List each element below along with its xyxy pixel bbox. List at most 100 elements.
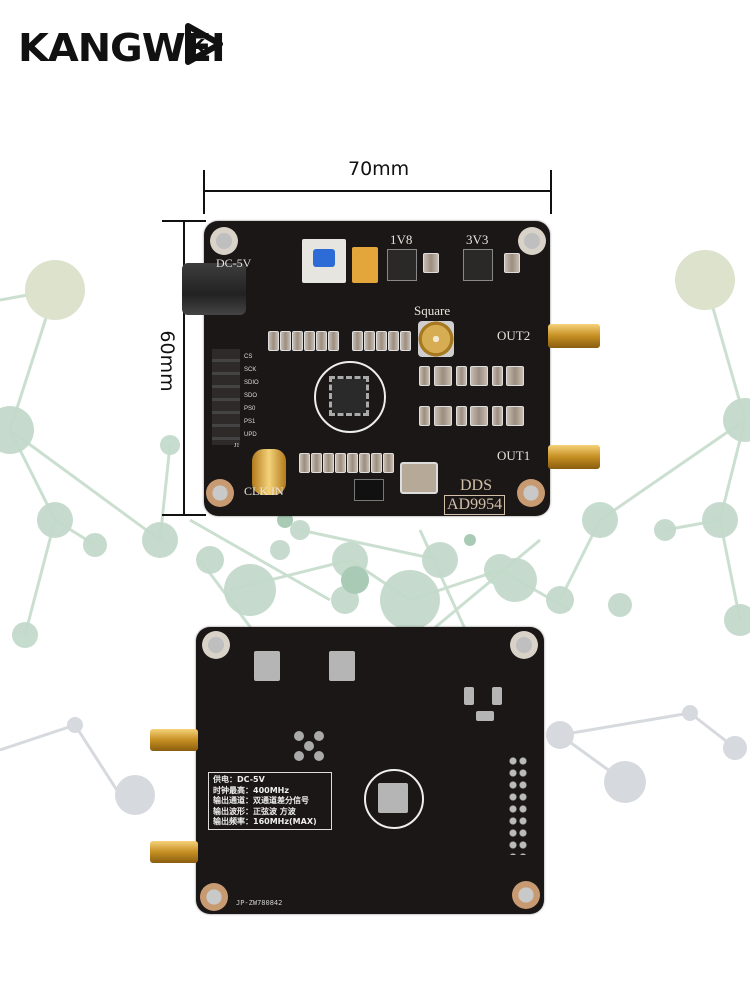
height-label: 60mm xyxy=(156,330,178,392)
height-dimension: 60mm xyxy=(156,220,212,518)
pin-label: CS xyxy=(244,354,253,360)
capacitor xyxy=(504,253,520,273)
height-dimension-line xyxy=(183,220,185,516)
switch-knob[interactable] xyxy=(313,249,335,267)
pin-label: UPD xyxy=(244,432,257,438)
width-label: 70mm xyxy=(348,158,410,180)
jumper[interactable] xyxy=(354,479,384,501)
regulator-3v3-label: 3V3 xyxy=(466,232,489,247)
resistor xyxy=(323,453,334,473)
mount-hole xyxy=(206,479,234,507)
resistor xyxy=(316,331,327,351)
via xyxy=(294,731,304,741)
via xyxy=(294,751,304,761)
out1-connector[interactable] xyxy=(548,445,600,469)
filter-component xyxy=(456,366,467,386)
square-output-label: Square xyxy=(414,303,451,318)
filter-component xyxy=(506,406,524,426)
width-dimension-tick-right xyxy=(550,170,552,214)
front-board: DC-5V 1V8 3V3 Square OUT2 CS SCK SDIO SD… xyxy=(182,221,600,516)
chip-ground-pad xyxy=(378,783,408,813)
ad9954-chip xyxy=(329,376,369,416)
via xyxy=(314,751,324,761)
pin-label: PS0 xyxy=(244,406,256,412)
spec-line: 输出波形：正弦波 方波 xyxy=(213,806,296,816)
power-switch[interactable] xyxy=(302,239,346,283)
mount-hole xyxy=(518,227,546,255)
via xyxy=(304,741,314,751)
out2-connector[interactable] xyxy=(548,324,600,348)
width-dimension-tick-left xyxy=(203,170,205,214)
clock-input-connector[interactable] xyxy=(252,449,286,495)
resistor xyxy=(352,331,363,351)
back-out-connector-bottom[interactable] xyxy=(150,841,198,863)
filter-component xyxy=(419,406,430,426)
regulator-pad xyxy=(492,687,502,705)
product-line-label: DDS xyxy=(460,477,493,494)
resistor xyxy=(400,331,411,351)
resistor xyxy=(335,453,346,473)
filter-component xyxy=(470,366,488,386)
resistor xyxy=(388,331,399,351)
mount-hole xyxy=(517,479,545,507)
pin-label: SDIO xyxy=(244,380,259,386)
brand-logo-mark-icon: K xyxy=(185,23,223,65)
header-label: J1 xyxy=(234,443,240,449)
header-solder-joints xyxy=(508,755,528,855)
filter-component xyxy=(506,366,524,386)
chip-model-label: AD9954 xyxy=(444,495,506,515)
serial-number: JP-ZW780842 xyxy=(236,899,283,907)
thermal-pad xyxy=(329,651,355,681)
regulator-1v8 xyxy=(387,249,417,281)
filter-component xyxy=(434,366,452,386)
capacitor xyxy=(423,253,439,273)
resistor xyxy=(383,453,394,473)
resistor xyxy=(376,331,387,351)
spec-line: 供电：DC-5V xyxy=(213,775,265,784)
filter-component xyxy=(470,406,488,426)
spec-line: 时钟最高：400MHz xyxy=(213,785,290,795)
spec-label-box: 供电：DC-5V 时钟最高：400MHz 输出通道：双通道差分信号 输出波形：正… xyxy=(208,772,332,830)
regulator-pad xyxy=(464,687,474,705)
pin-label: SCK xyxy=(244,367,257,373)
resistor xyxy=(364,331,375,351)
resistor xyxy=(280,331,291,351)
header-pin-labels: CS SCK SDIO SDO PS0 PS1 UPD xyxy=(244,351,259,442)
mount-hole xyxy=(202,631,230,659)
chip-outline xyxy=(314,361,386,433)
width-dimension: 70mm xyxy=(203,158,553,220)
chip-pad-outline xyxy=(364,769,424,829)
resistor xyxy=(347,453,358,473)
mount-hole xyxy=(210,227,238,255)
spec-line: 输出通道：双通道差分信号 xyxy=(213,796,309,805)
width-dimension-line xyxy=(203,190,552,192)
out2-label: OUT2 xyxy=(497,328,531,343)
regulator-3v3 xyxy=(463,249,493,281)
out1-label: OUT1 xyxy=(497,448,531,463)
crystal-oscillator xyxy=(400,462,438,494)
back-board: 供电：DC-5V 时钟最高：400MHz 输出通道：双通道差分信号 输出波形：正… xyxy=(196,627,544,914)
back-out-connector-top[interactable] xyxy=(150,729,198,751)
svg-text:K: K xyxy=(191,36,206,57)
clock-input-label: CLK IN xyxy=(244,484,284,498)
resistor xyxy=(371,453,382,473)
via xyxy=(314,731,324,741)
regulator-pad xyxy=(476,711,494,721)
resistor xyxy=(268,331,279,351)
square-output-connector[interactable] xyxy=(418,321,454,357)
regulator-1v8-label: 1V8 xyxy=(390,232,413,247)
mount-hole xyxy=(510,631,538,659)
thermal-pad xyxy=(254,651,280,681)
resistor xyxy=(299,453,310,473)
tantalum-capacitor xyxy=(352,247,378,283)
filter-component xyxy=(434,406,452,426)
resistor xyxy=(304,331,315,351)
mount-hole xyxy=(512,881,540,909)
filter-component xyxy=(492,406,503,426)
spec-line: 输出频率：160MHz(MAX) xyxy=(213,817,317,826)
mount-hole xyxy=(200,883,228,911)
header-j1 xyxy=(212,349,240,445)
resistor xyxy=(328,331,339,351)
filter-component xyxy=(419,366,430,386)
